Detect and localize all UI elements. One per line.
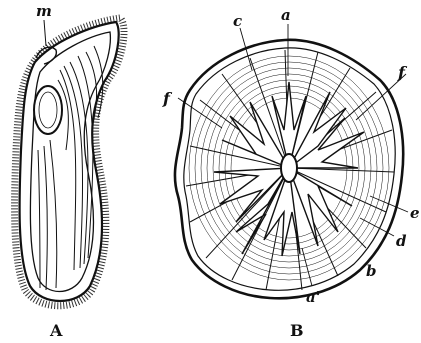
label-e: e bbox=[410, 204, 420, 222]
label-f-left: f bbox=[162, 89, 173, 108]
figure-b-cross-section bbox=[175, 24, 408, 298]
label-b: b bbox=[366, 262, 377, 280]
figure-a-polyp bbox=[15, 18, 124, 306]
pointer-m bbox=[44, 20, 46, 46]
label-d: d bbox=[396, 232, 407, 250]
label-f-right: f bbox=[397, 63, 408, 82]
label-a-prime: a' bbox=[306, 288, 320, 306]
pharynx-cavity bbox=[34, 86, 62, 134]
label-m: m bbox=[36, 2, 52, 20]
caption-a: A bbox=[49, 321, 63, 340]
label-c: c bbox=[233, 12, 242, 30]
caption-b: B bbox=[290, 321, 304, 340]
central-mouth bbox=[281, 154, 297, 182]
label-a: a bbox=[281, 6, 291, 24]
